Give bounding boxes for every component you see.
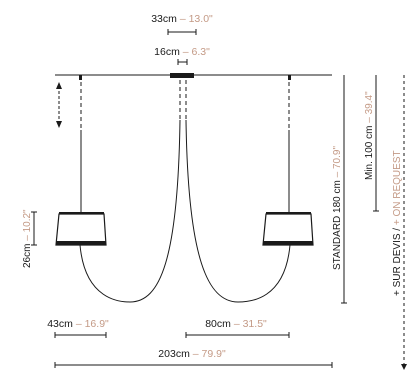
cable-spacing-label: 80cm – 31.5" [205,318,267,330]
center-canopy [170,73,194,78]
shade-height-label: 26cm – 10.2" [22,209,33,268]
on-request-label: + SUR DEVIS / + ON REQUEST [392,150,403,296]
canopy-width-label: 33cm – 13.0" [151,13,213,25]
left-shade-band [56,241,106,245]
left-shade [55,213,107,246]
left-swoop-cable [79,119,181,303]
total-width-label: 203cm – 79.9" [158,348,226,360]
canopy-center-label: 16cm – 6.3" [154,46,210,58]
left-ceiling-mount [79,75,82,80]
right-ceiling-mount [288,75,291,80]
min-drop-label: Min. 100 cm – 39.4" [364,91,375,180]
shade-diameter-label: 43cm – 16.9" [47,318,109,330]
standard-drop-label: STANDARD 180 cm – 70.9" [332,146,343,270]
right-swoop-cable [185,119,291,303]
adjust-height-arrow [56,82,62,128]
on-request-arrow [401,364,407,370]
right-shade [262,213,314,246]
right-shade-band [263,241,313,245]
